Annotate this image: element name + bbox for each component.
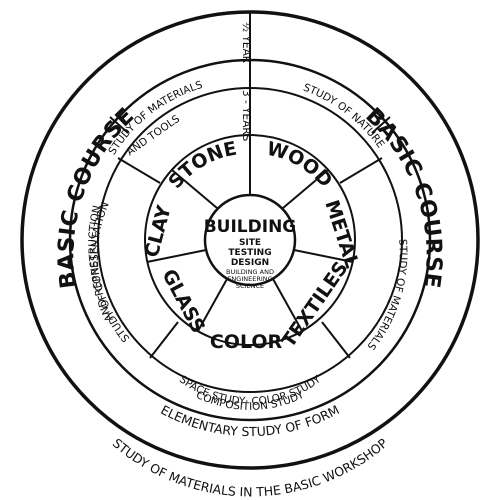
center-line-design: DESIGN	[231, 258, 269, 268]
material-divider-5	[197, 278, 228, 332]
three-years-label: 3 - YEARS	[240, 90, 252, 142]
center-line-building-and: BUILDING AND	[226, 268, 274, 276]
mid-divider-br	[321, 321, 351, 359]
center-line-engineering: ENGINEERING	[227, 275, 272, 283]
material-textiles: TEXTILES	[278, 258, 353, 352]
mid-divider-right	[339, 157, 383, 184]
mid-divider-left	[117, 157, 161, 184]
material-divider-4	[272, 278, 303, 332]
studies-divider-tr	[371, 116, 391, 134]
material-divider-3	[293, 249, 354, 263]
center-line-site: SITE	[239, 238, 261, 248]
material-color: COLOR	[210, 331, 283, 353]
material-divider-7	[171, 169, 218, 209]
center-title: BUILDING	[204, 217, 297, 237]
material-wood: WOOD	[265, 138, 337, 192]
center-line-testing: TESTING	[228, 248, 271, 258]
material-metal: METAL	[320, 197, 363, 271]
mid-divider-bl	[149, 321, 179, 359]
material-divider-6	[146, 249, 207, 263]
material-clay: CLAY	[141, 203, 176, 260]
half-year-label: ½ YEAR	[240, 22, 252, 63]
center-line-science: SCIENCE	[236, 282, 264, 290]
studies-divider-tl	[109, 116, 129, 134]
material-divider-2	[282, 169, 329, 209]
